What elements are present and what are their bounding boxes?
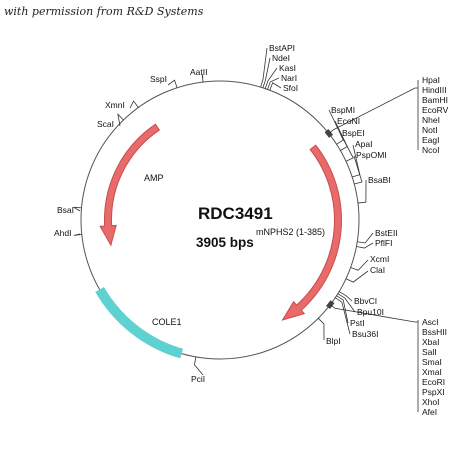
mcs2-leader — [330, 304, 418, 323]
tick-bsabi — [357, 179, 367, 204]
site-bsu36i: Bsu36I — [352, 329, 378, 339]
site-bsai: BsaI — [57, 205, 74, 215]
mcs1-block — [324, 129, 334, 138]
site-aatii: AatII — [190, 67, 207, 77]
site-ndei: NdeI — [272, 53, 290, 63]
site-bspei: BspEI — [342, 128, 365, 138]
tick-psphomi — [353, 155, 363, 185]
mcs2-site: AscI — [422, 317, 439, 327]
site-bsteii: BstEII — [375, 228, 398, 238]
tick-bsai — [73, 206, 82, 212]
site-ticks — [73, 47, 419, 412]
mcs2-site: SmaI — [422, 357, 442, 367]
plasmid-name: RDC3491 — [198, 204, 273, 223]
tick-xcmi — [350, 259, 369, 271]
mcs2-site: SalI — [422, 347, 437, 357]
tick-bsu36i — [335, 297, 351, 335]
site-sfoi: SfoI — [283, 83, 298, 93]
mcs1-site: NotI — [422, 125, 438, 135]
site-bbvci: BbvCI — [354, 296, 377, 306]
mcs1-site: BamHI — [422, 95, 448, 105]
mcs2-site: PspXI — [422, 387, 445, 397]
tick-xmni — [129, 100, 139, 109]
plasmid-backbone — [80, 80, 360, 360]
amp-label: AMP — [144, 173, 164, 183]
site-bsabi: BsaBI — [368, 175, 391, 185]
site-scai: ScaI — [97, 119, 114, 129]
mcs2-block — [326, 300, 335, 310]
tick-clai — [345, 270, 369, 283]
tick-sfoi — [269, 82, 282, 91]
tick-bsteii — [357, 232, 374, 244]
mcs1-leader — [328, 87, 418, 134]
mcs1-site: EagI — [422, 135, 440, 145]
tick-bspei — [339, 132, 354, 162]
mcs2-site-list: AscI BssHII XbaI SalI SmaI XmaI EcoRI Ps… — [422, 317, 447, 417]
mcs1-site: NheI — [422, 115, 440, 125]
site-bspmi: BspMI — [331, 105, 355, 115]
tick-bpu10i — [337, 293, 356, 313]
tick-psti — [336, 295, 349, 324]
tick-nari — [267, 77, 280, 90]
site-nari: NarI — [281, 73, 297, 83]
mcs2-site: AfeI — [422, 407, 437, 417]
tick-ndei — [262, 57, 271, 88]
site-sspi: SspI — [150, 74, 167, 84]
site-psphomi: PspOMI — [356, 150, 387, 160]
site-clai: ClaI — [370, 265, 385, 275]
site-bstapi: BstAPI — [269, 43, 295, 53]
tick-bstapi — [260, 47, 268, 88]
insert-label: mNPHS2 (1-385) — [256, 227, 325, 237]
cole1-label: COLE1 — [152, 317, 182, 327]
mcs1-site: EcoRV — [422, 105, 449, 115]
mcs-markers — [324, 129, 335, 310]
tick-pflfi — [356, 242, 374, 249]
mcs2-site: EcoRI — [422, 377, 445, 387]
mcs2-site: XmaI — [422, 367, 442, 377]
site-bpu10i: Bpu10I — [357, 307, 384, 317]
cole1-feature — [95, 286, 184, 359]
site-apai: ApaI — [355, 139, 373, 149]
tick-ahdi — [73, 233, 82, 236]
tick-pcii — [194, 356, 204, 376]
tick-blpi — [318, 318, 325, 341]
mcs2-site: BssHII — [422, 327, 447, 337]
site-blpi: BlpI — [326, 336, 341, 346]
mcs1-site: HpaI — [422, 75, 440, 85]
tick-aatii — [201, 74, 204, 83]
site-ahdi: AhdI — [54, 228, 72, 238]
site-pflfi: PflFI — [375, 238, 392, 248]
tick-kasi — [264, 67, 278, 89]
site-xmni: XmnI — [105, 100, 125, 110]
amp-feature-arrow — [99, 123, 161, 247]
plasmid-size: 3905 bps — [196, 235, 254, 250]
tick-scai — [117, 113, 124, 127]
site-psti: PstI — [350, 318, 365, 328]
tick-sspi — [167, 79, 178, 88]
credit-text: with permission from R&D Systems — [4, 5, 204, 18]
site-econi: EcoNI — [337, 116, 360, 126]
site-pcii: PciI — [191, 374, 205, 384]
mcs1-site: HindIII — [422, 85, 447, 95]
mcs1-site: NcoI — [422, 145, 439, 155]
site-xcmi: XcmI — [370, 254, 389, 264]
mcs2-site: XbaI — [422, 337, 440, 347]
tick-bbvci — [338, 291, 353, 302]
insert-feature-arrow — [281, 144, 342, 321]
site-kasi: KasI — [279, 63, 296, 73]
mcs2-site: XhoI — [422, 397, 440, 407]
mcs1-site-list: HpaI HindIII BamHI EcoRV NheI NotI EagI … — [422, 75, 449, 155]
